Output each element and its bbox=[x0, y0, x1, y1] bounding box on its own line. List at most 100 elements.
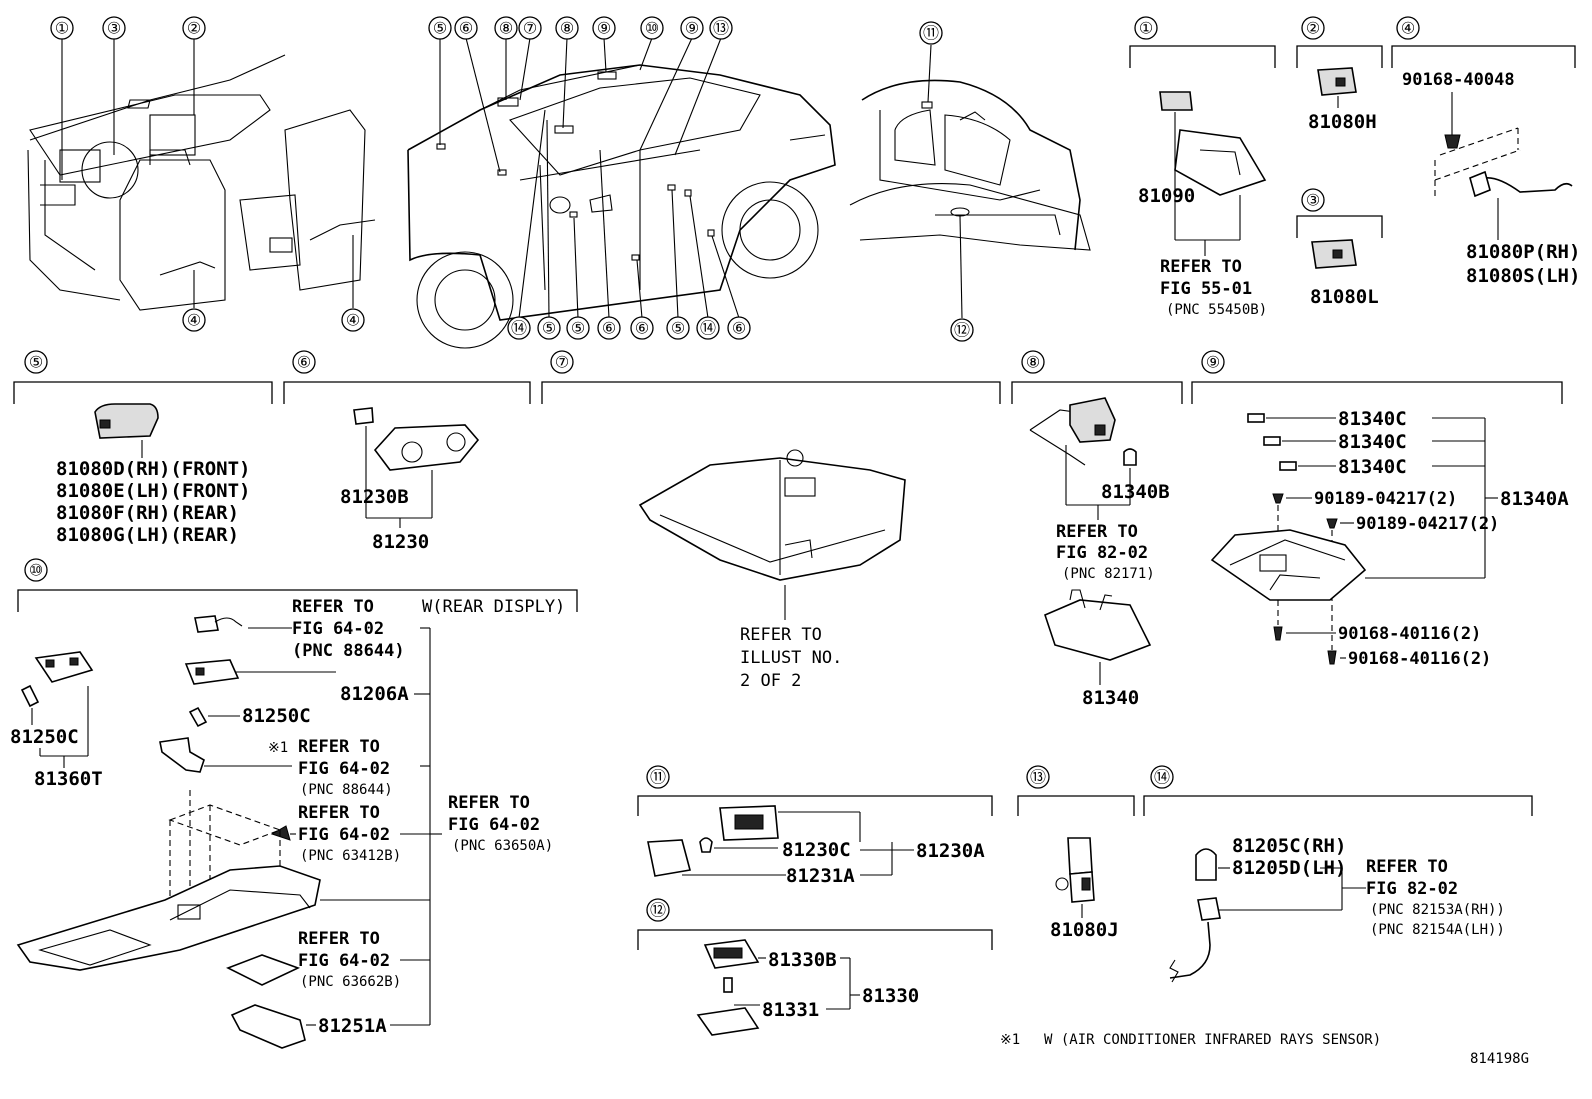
part-number: 81331 bbox=[762, 999, 819, 1021]
refer-text: FIG 82-02 bbox=[1366, 879, 1458, 899]
refer-text: REFER TO bbox=[1160, 257, 1242, 277]
refer-pnc: (PNC 63662B) bbox=[300, 974, 401, 990]
part-number: 81230C bbox=[782, 839, 851, 861]
callout: ⑥ bbox=[635, 319, 649, 338]
footnote-text: W (AIR CONDITIONER INFRARED RAYS SENSOR) bbox=[1044, 1032, 1381, 1048]
part-number: 81090 bbox=[1138, 185, 1195, 207]
section-10: ⑩ W(REAR DISPLY) 81250C 81360T REFER TO … bbox=[10, 558, 578, 1049]
section-7: ⑦ REFER TO ILLUST NO. 2 OF 2 bbox=[541, 350, 1001, 691]
section-11: ⑪ 81230C 81231A 81230A bbox=[637, 765, 993, 887]
section-number: ⑧ bbox=[1026, 353, 1040, 372]
refer-text: REFER TO bbox=[448, 793, 530, 813]
assembly-number: 81230A bbox=[916, 840, 985, 862]
screw-number: 90168-40116(2) bbox=[1338, 624, 1481, 644]
footer: ※1 W (AIR CONDITIONER INFRARED RAYS SENS… bbox=[1000, 1032, 1529, 1067]
part-number: 81080E(LH)(FRONT) bbox=[56, 480, 250, 502]
callout: ⑤ bbox=[542, 319, 556, 338]
refer-text: FIG 64-02 bbox=[448, 815, 540, 835]
refer-pnc: (PNC 88644) bbox=[292, 641, 405, 661]
part-number: 81250C bbox=[10, 726, 79, 748]
screw-number: 90168-40116(2) bbox=[1348, 649, 1491, 669]
section-number: ⑪ bbox=[650, 768, 666, 787]
part-number: 81330B bbox=[768, 949, 837, 971]
section-number: ⑨ bbox=[1206, 353, 1220, 372]
part-number: 81080H bbox=[1308, 111, 1377, 133]
refer-pnc: (PNC 82153A(RH)) bbox=[1370, 902, 1505, 918]
section-8: ⑧ 81340B REFER TO FIG 82-02 (PNC 82171) … bbox=[1011, 350, 1183, 709]
section-9: ⑨ 81340C 81340C 81340C 81340A 90189-0421… bbox=[1191, 350, 1569, 669]
callout: ④ bbox=[346, 311, 360, 330]
refer-text: REFER TO bbox=[298, 929, 380, 949]
part-number: 81080L bbox=[1310, 286, 1379, 308]
trunk-illustration bbox=[849, 79, 1091, 251]
callout: ④ bbox=[187, 311, 201, 330]
assembly-number: 81340A bbox=[1500, 488, 1569, 510]
refer-text: ILLUST NO. bbox=[740, 648, 842, 668]
section-number: ⑦ bbox=[555, 353, 569, 372]
part-number: 81251A bbox=[318, 1015, 387, 1037]
section-number: ① bbox=[1139, 19, 1153, 38]
section-number: ⑥ bbox=[297, 353, 311, 372]
callout: ⑭ bbox=[700, 319, 716, 338]
section-number: ④ bbox=[1401, 19, 1415, 38]
section-13: ⑬ 81080J bbox=[1017, 765, 1135, 941]
condition-label: W(REAR DISPLY) bbox=[422, 597, 565, 617]
part-number: 81231A bbox=[786, 865, 855, 887]
section-6: ⑥ 81230B 81230 bbox=[283, 350, 531, 553]
callout: ⑨ bbox=[685, 19, 699, 38]
part-number: 81080J bbox=[1050, 919, 1119, 941]
section-number: ⑫ bbox=[650, 901, 666, 920]
refer-text: REFER TO bbox=[292, 597, 374, 617]
refer-pnc: (PNC 82154A(LH)) bbox=[1370, 922, 1505, 938]
section-5: ⑤ 81080D(RH)(FRONT) 81080E(LH)(FRONT) 81… bbox=[13, 350, 273, 546]
section-2: ② 81080H bbox=[1296, 16, 1383, 133]
refer-pnc: (PNC 82171) bbox=[1062, 566, 1155, 582]
refer-text: FIG 64-02 bbox=[298, 759, 390, 779]
callout: ③ bbox=[107, 19, 121, 38]
refer-text: FIG 64-02 bbox=[298, 825, 390, 845]
refer-text: FIG 64-02 bbox=[292, 619, 384, 639]
callout: ⑥ bbox=[602, 319, 616, 338]
section-number: ③ bbox=[1306, 191, 1320, 210]
callout: ⑧ bbox=[560, 19, 574, 38]
footnote-mark: ※1 bbox=[268, 740, 288, 756]
callout: ⑦ bbox=[523, 19, 537, 38]
callout: ⑤ bbox=[433, 19, 447, 38]
diagram-id: 814198G bbox=[1470, 1051, 1529, 1067]
section-number: ⑩ bbox=[29, 561, 43, 580]
callout: ⑥ bbox=[732, 319, 746, 338]
part-number: 81205C(RH) bbox=[1232, 835, 1346, 857]
part-number: 81340C bbox=[1338, 456, 1407, 478]
part-number: 81340B bbox=[1101, 481, 1170, 503]
callout: ⑤ bbox=[671, 319, 685, 338]
overview-callouts: ① ③ ② ④ ④ ⑤ ⑥ ⑧ ⑦ ⑧ ⑨ ⑩ ⑨ ⑬ ⑭ ⑤ ⑤ ⑥ ⑥ ⑤ … bbox=[50, 16, 974, 342]
refer-text: REFER TO bbox=[1366, 857, 1448, 877]
refer-text: FIG 55-01 bbox=[1160, 279, 1252, 299]
section-number: ⑤ bbox=[29, 353, 43, 372]
part-number: 81080G(LH)(REAR) bbox=[56, 524, 239, 546]
refer-pnc: (PNC 55450B) bbox=[1166, 302, 1267, 318]
callout: ⑥ bbox=[459, 19, 473, 38]
part-number: 81340 bbox=[1082, 687, 1139, 709]
refer-text: REFER TO bbox=[298, 737, 380, 757]
part-number: 81340C bbox=[1338, 408, 1407, 430]
section-number: ⑭ bbox=[1154, 768, 1170, 787]
part-number: 81080F(RH)(REAR) bbox=[56, 502, 239, 524]
section-number: ② bbox=[1306, 19, 1320, 38]
screw-number: 90189-04217(2) bbox=[1356, 514, 1499, 534]
callout: ⑪ bbox=[923, 24, 939, 43]
refer-pnc: (PNC 63650A) bbox=[452, 838, 553, 854]
section-12: ⑫ 81330B 81331 81330 bbox=[637, 898, 993, 1036]
refer-text: REFER TO bbox=[740, 625, 822, 645]
part-number: 81080S(LH) bbox=[1466, 265, 1580, 287]
callout: ⑧ bbox=[499, 19, 513, 38]
callout: ⑬ bbox=[713, 19, 729, 38]
footnote-mark: ※1 bbox=[1000, 1032, 1020, 1048]
part-number: 81080P(RH) bbox=[1466, 241, 1580, 263]
refer-text: 2 OF 2 bbox=[740, 671, 801, 691]
section-4: ④ 90168-40048 81080P(RH) 81080S(LH) bbox=[1391, 16, 1580, 287]
part-number: 81205D(LH) bbox=[1232, 857, 1346, 879]
section-14: ⑭ 81205C(RH) 81205D(LH) REFER TO FIG 82-… bbox=[1143, 765, 1533, 983]
interior-dash-illustration bbox=[27, 54, 376, 311]
